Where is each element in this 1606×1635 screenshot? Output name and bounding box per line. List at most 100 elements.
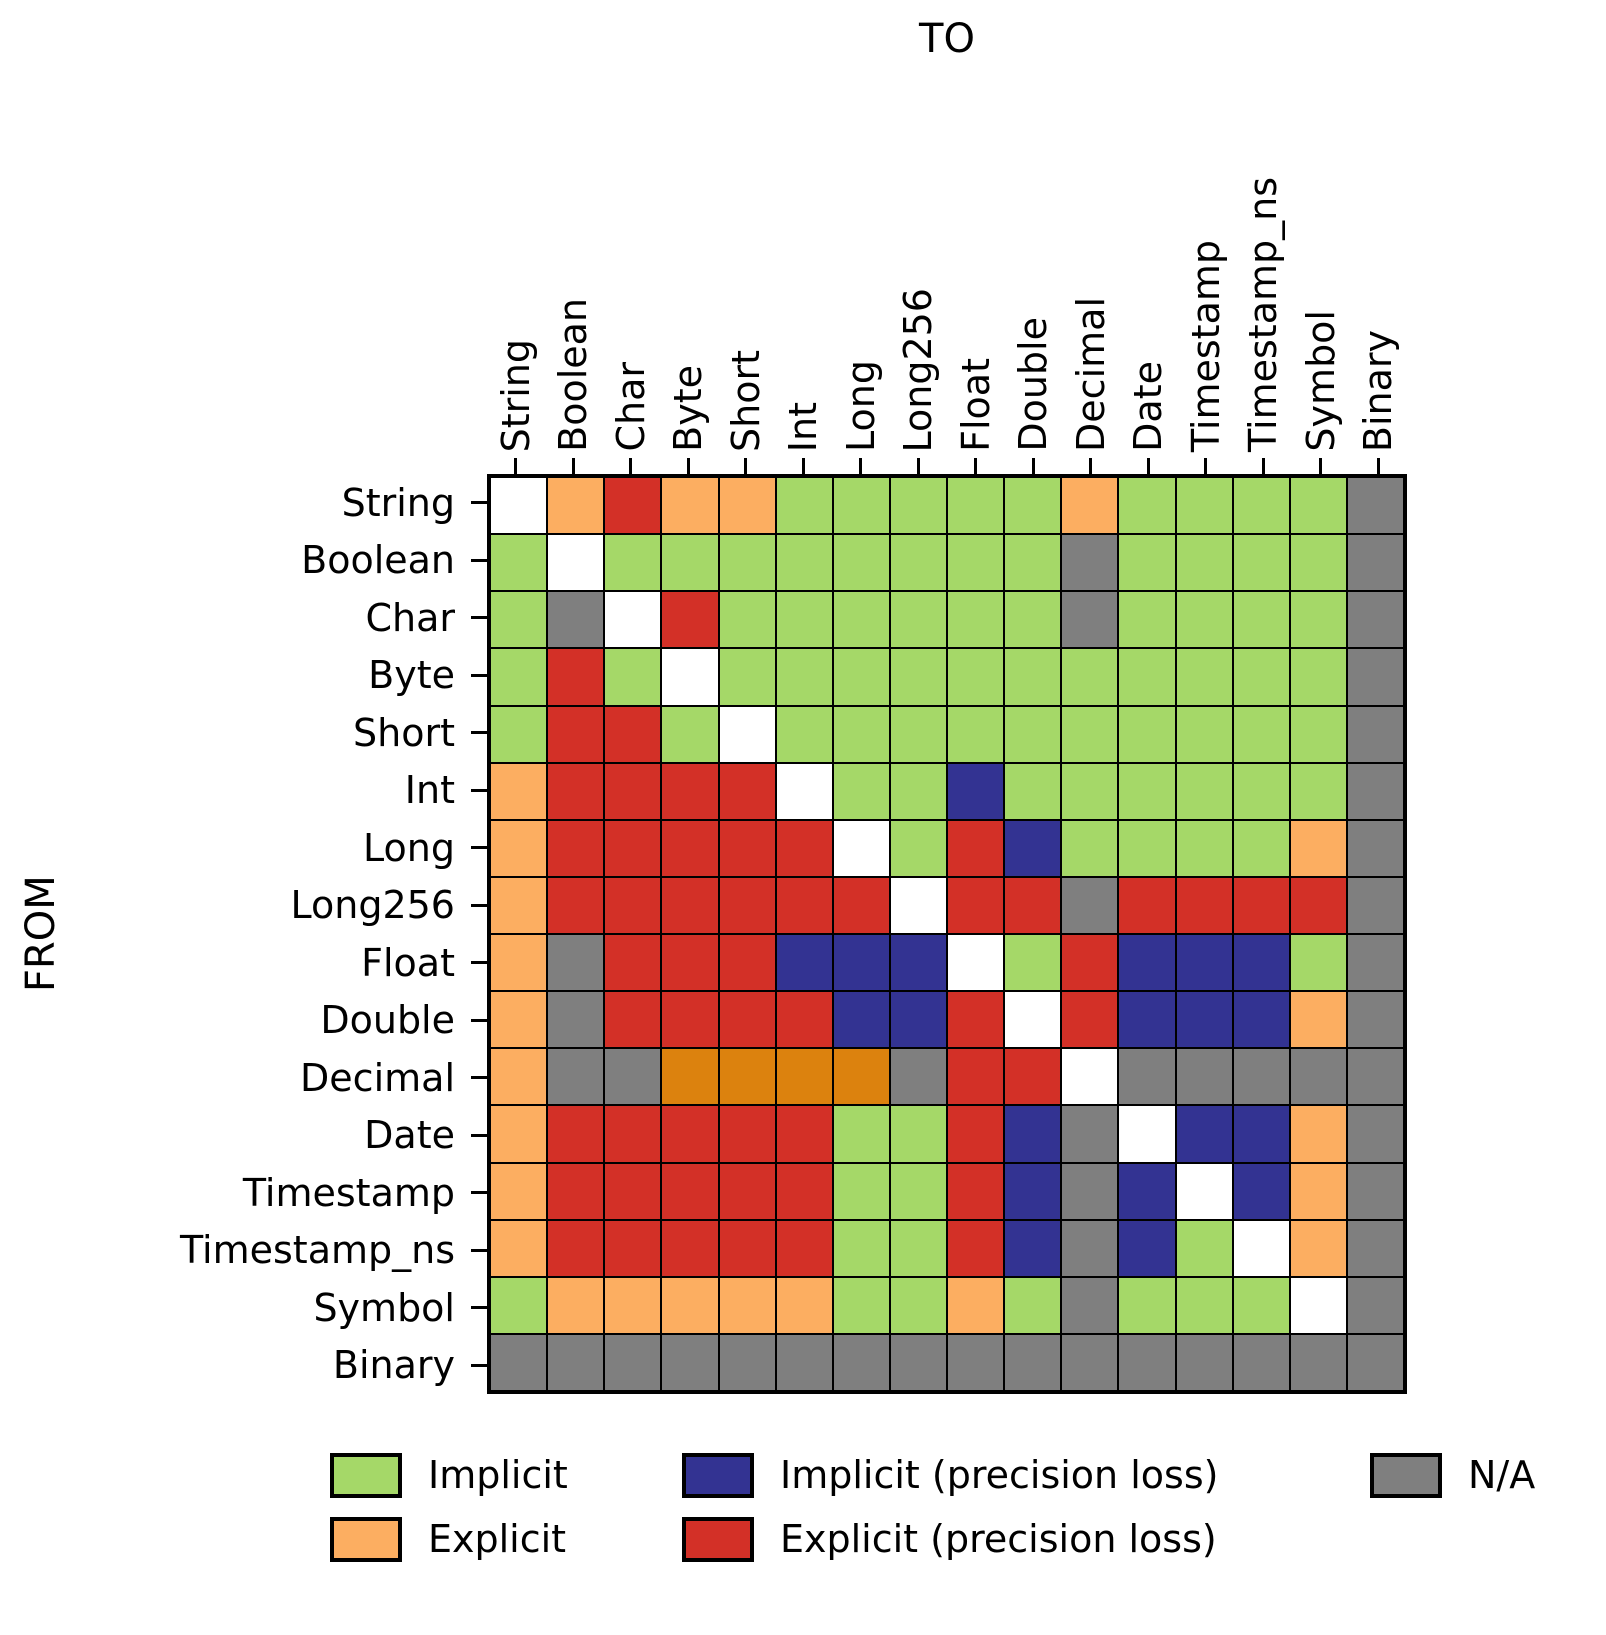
matrix-cell [832, 1048, 890, 1106]
matrix-cell [1061, 1276, 1119, 1334]
matrix-cell [661, 934, 719, 992]
matrix-cell [1175, 705, 1233, 763]
matrix-cell [718, 477, 776, 535]
matrix-cell [947, 648, 1005, 706]
heatmap-grid [487, 474, 1407, 1394]
matrix-cell [1289, 991, 1347, 1049]
matrix-cell [547, 1333, 605, 1391]
legend-item: Explicit [330, 1514, 682, 1564]
matrix-cell [1289, 534, 1347, 592]
col-tick [1089, 458, 1093, 474]
row-tick [471, 1133, 487, 1137]
legend-label: Explicit (precision loss) [780, 1517, 1217, 1561]
col-label: Timestamp [1183, 239, 1228, 452]
col-tick [1031, 458, 1035, 474]
matrix-cell [1289, 934, 1347, 992]
col-label: Float [953, 358, 998, 452]
matrix-cell [889, 591, 947, 649]
legend-swatch [682, 1452, 754, 1498]
matrix-cell [547, 934, 605, 992]
col-label: Binary [1356, 329, 1401, 452]
col-label: Char [608, 362, 653, 452]
matrix-cell [1232, 1219, 1290, 1277]
matrix-cell [490, 1105, 548, 1163]
matrix-cell [775, 591, 833, 649]
matrix-cell [775, 1105, 833, 1163]
matrix-cell [832, 762, 890, 820]
col-label: Decimal [1068, 297, 1113, 452]
matrix-cell [1289, 1219, 1347, 1277]
matrix-cell [1289, 591, 1347, 649]
matrix-cell [832, 1333, 890, 1391]
matrix-cell [947, 1333, 1005, 1391]
matrix-cell [1061, 991, 1119, 1049]
row-label: Long [363, 825, 455, 870]
matrix-cell [490, 591, 548, 649]
col-label: Long [838, 360, 883, 452]
matrix-cell [1175, 1162, 1233, 1220]
matrix-cell [718, 1276, 776, 1334]
row-label: Float [361, 940, 455, 985]
matrix-cell [490, 1162, 548, 1220]
matrix-cell [718, 819, 776, 877]
matrix-cell [490, 1333, 548, 1391]
matrix-cell [718, 705, 776, 763]
col-label: Timestamp_ns [1241, 177, 1286, 452]
row-label: Date [364, 1113, 455, 1158]
matrix-cell [661, 1162, 719, 1220]
matrix-cell [604, 1276, 662, 1334]
matrix-cell [547, 705, 605, 763]
col-tick [514, 458, 518, 474]
row-label: String [341, 480, 455, 525]
matrix-cell [775, 1333, 833, 1391]
matrix-cell [1118, 934, 1176, 992]
col-tick [1204, 458, 1208, 474]
row-tick [471, 846, 487, 850]
matrix-cell [1118, 1105, 1176, 1163]
matrix-cell [832, 477, 890, 535]
matrix-cell [1118, 705, 1176, 763]
matrix-cell [947, 1219, 1005, 1277]
matrix-cell [1175, 819, 1233, 877]
matrix-cell [1175, 648, 1233, 706]
row-label: Timestamp_ns [180, 1228, 455, 1273]
matrix-cell [1004, 1105, 1062, 1163]
matrix-cell [1346, 1048, 1404, 1106]
legend-swatch [1370, 1452, 1442, 1498]
matrix-cell [547, 762, 605, 820]
matrix-cell [1289, 648, 1347, 706]
row-tick [471, 1018, 487, 1022]
matrix-cell [1232, 591, 1290, 649]
matrix-cell [604, 876, 662, 934]
matrix-cell [547, 1276, 605, 1334]
matrix-cell [1346, 762, 1404, 820]
matrix-cell [889, 934, 947, 992]
row-label: Decimal [300, 1055, 455, 1100]
col-tick [1376, 458, 1380, 474]
matrix-cell [490, 705, 548, 763]
col-tick [1146, 458, 1150, 474]
matrix-cell [1175, 991, 1233, 1049]
matrix-cell [490, 1219, 548, 1277]
matrix-cell [1346, 591, 1404, 649]
matrix-cell [1289, 705, 1347, 763]
col-label: Short [723, 350, 768, 452]
row-tick [471, 1363, 487, 1367]
matrix-cell [1232, 1333, 1290, 1391]
matrix-cell [947, 991, 1005, 1049]
row-label: Short [353, 710, 455, 755]
matrix-cell [1232, 534, 1290, 592]
matrix-cell [1118, 534, 1176, 592]
matrix-cell [661, 1276, 719, 1334]
matrix-cell [1118, 1048, 1176, 1106]
matrix-cell [1004, 591, 1062, 649]
matrix-cell [604, 648, 662, 706]
matrix-cell [775, 819, 833, 877]
matrix-cell [889, 1105, 947, 1163]
matrix-cell [718, 1333, 776, 1391]
matrix-cell [1118, 876, 1176, 934]
legend-item: N/A [1370, 1450, 1535, 1500]
matrix-cell [1118, 1276, 1176, 1334]
row-tick [471, 1076, 487, 1080]
